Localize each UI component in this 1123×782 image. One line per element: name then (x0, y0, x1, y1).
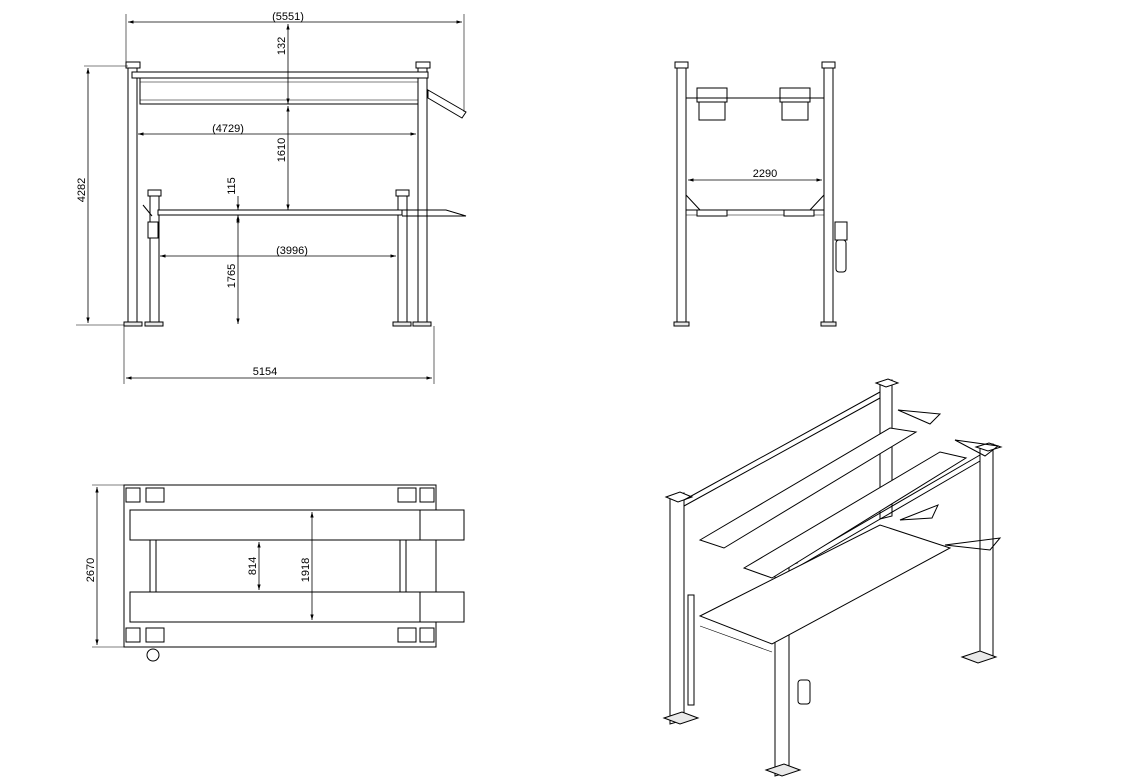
dim-base-width: 5154 (253, 366, 277, 378)
left-rear-post (127, 65, 138, 326)
dim-lower-height: 1765 (226, 264, 238, 288)
dim-inner-width: (4729) (212, 123, 244, 135)
dim-platform-length: (3996) (276, 245, 308, 257)
runway-bottom (129, 591, 421, 623)
hydraulic-cylinder-icon (797, 679, 811, 705)
right-rear-post (417, 65, 428, 326)
runway-top (129, 509, 421, 541)
side-elevation-view: 2290 (673, 61, 848, 327)
lift-post-icon (687, 594, 695, 706)
upper-runway-2 (742, 451, 968, 579)
lower-ramp (402, 209, 467, 217)
dim-runway-span: 2290 (753, 168, 777, 180)
ramp-bottom (419, 591, 465, 623)
post-rear-right (979, 443, 994, 661)
plan-outline (123, 484, 437, 648)
upper-runway-1 (698, 427, 918, 549)
dim-top-gap: 132 (276, 37, 288, 55)
dim-overall-height: 4282 (76, 178, 88, 202)
lower-platform (157, 209, 403, 216)
front-elevation-view: (5551) 132 (4729) 1610 115 4282 (3996) 1… (76, 11, 467, 384)
isometric-view (662, 378, 1003, 777)
dim-plan-width: 2670 (85, 558, 97, 582)
left-post (676, 65, 687, 325)
ramp-top (419, 509, 465, 541)
upper-platform (131, 71, 429, 79)
dim-deck-thickness: 115 (226, 177, 238, 195)
lower-platform (698, 524, 952, 645)
dim-upper-deck-gap: 1610 (276, 138, 288, 162)
hydraulic-cylinder-icon (834, 221, 848, 241)
right-post (823, 65, 834, 325)
plan-view: 2670 814 1918 (85, 484, 465, 662)
dim-inner-gap: 814 (247, 557, 259, 575)
dim-overall-width: (5551) (272, 11, 304, 23)
dim-outer-span: 1918 (300, 558, 312, 582)
post-front-left (669, 492, 685, 725)
upper-ramp (427, 89, 467, 119)
hydraulic-cylinder-icon (147, 221, 159, 239)
